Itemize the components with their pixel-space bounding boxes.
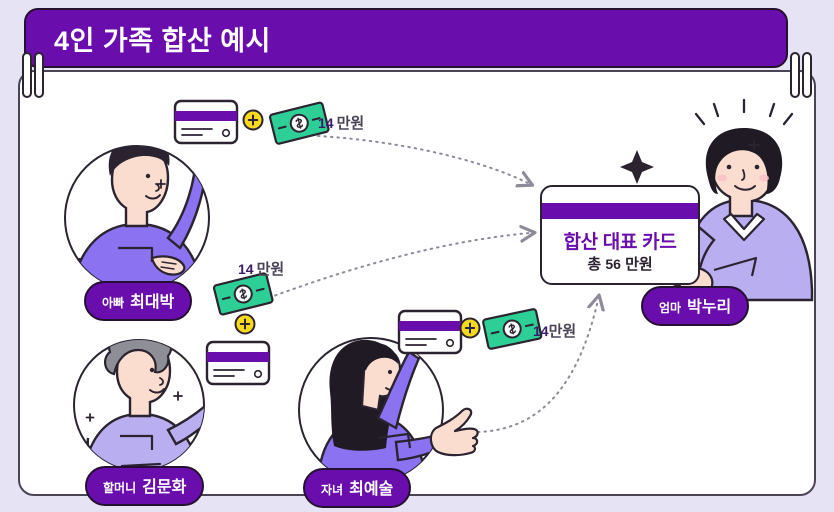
person-name: 최예술 [349, 481, 394, 498]
page-title: 4인 가족 합산 예시 [54, 25, 271, 56]
name-pill-child[interactable]: 자녀 최예술 [303, 468, 412, 508]
amount-unit: 만원 [256, 261, 285, 278]
total-value: 56 [605, 256, 621, 272]
title-banner: 4인 가족 합산 예시 [24, 8, 788, 68]
amount-label-child: 14만원 [533, 320, 576, 341]
relation-label: 할머니 [103, 481, 137, 495]
name-pill-dad[interactable]: 아빠 최대박 [84, 281, 193, 321]
binder-ring-left [22, 52, 44, 98]
ring-bar [790, 52, 800, 98]
amount-number: 14 [318, 115, 334, 131]
person-name: 김문화 [142, 479, 187, 496]
amount-number: 14 [238, 261, 254, 277]
person-name: 최대박 [130, 294, 175, 311]
card-stripe [542, 203, 698, 219]
result-card-title: 합산 대표 카드 [563, 232, 677, 253]
result-card[interactable]: 합산 대표 카드 총 56 만원 [540, 185, 700, 285]
ring-bar [22, 52, 32, 98]
relation-label: 자녀 [321, 483, 344, 497]
amount-unit: 만원 [336, 115, 365, 132]
relation-label: 아빠 [102, 296, 125, 310]
name-pill-grandma[interactable]: 할머니 김문화 [85, 466, 205, 506]
name-pill-mom[interactable]: 엄마 박누리 [641, 286, 750, 326]
ring-bar [34, 52, 44, 98]
binder-ring-right [790, 52, 812, 98]
amount-unit: 만원 [548, 323, 577, 340]
result-card-total: 총 56 만원 [542, 253, 698, 274]
relation-label: 엄마 [659, 301, 682, 315]
amount-number: 14 [533, 323, 549, 339]
total-unit: 만원 [625, 256, 653, 273]
ring-bar [802, 52, 812, 98]
person-name: 박누리 [687, 299, 732, 316]
total-prefix: 총 [587, 256, 602, 273]
